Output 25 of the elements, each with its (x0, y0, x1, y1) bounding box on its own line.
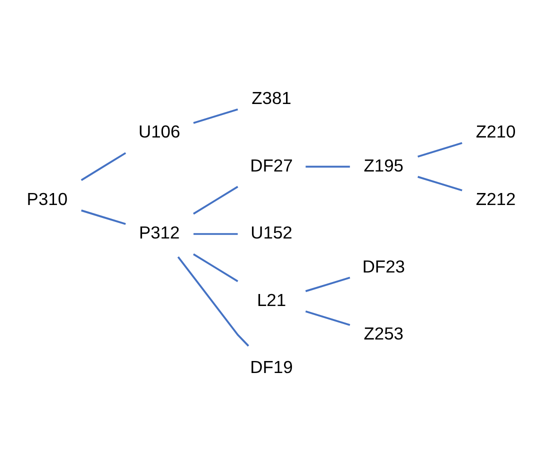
node-text: Z253 (364, 324, 404, 344)
node-text: Z210 (476, 122, 516, 142)
connector (306, 166, 350, 168)
node-text: DF23 (362, 256, 405, 276)
node-text: P310 (26, 188, 68, 209)
connector (177, 256, 250, 347)
connector (80, 152, 126, 181)
connector (305, 276, 350, 292)
connector (193, 186, 238, 215)
connector (418, 176, 462, 192)
node-text: DF19 (250, 357, 293, 378)
node-text: U106 (138, 122, 180, 142)
connector (193, 253, 238, 282)
node-text: L21 (256, 290, 286, 310)
connector (193, 108, 238, 124)
connector (194, 233, 238, 235)
node-text: Z381 (252, 88, 292, 108)
node-text: U152 (250, 222, 292, 243)
node-text: Z195 (364, 155, 404, 176)
connector (418, 142, 462, 158)
node-text: DF27 (250, 155, 293, 176)
node-text: Z212 (476, 188, 516, 209)
node-text: P312 (138, 222, 180, 243)
connector (81, 210, 126, 225)
connector (305, 310, 350, 326)
